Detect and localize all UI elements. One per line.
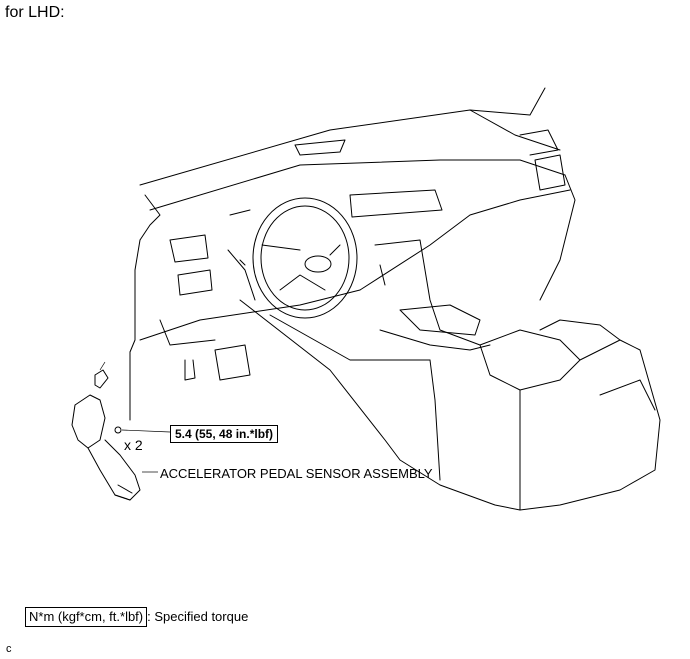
torque-value-box: 5.4 (55, 48 in.*lbf) <box>170 425 279 443</box>
torque-legend: N*m (kgf*cm, ft.*lbf): Specified torque <box>25 607 248 627</box>
bolt-quantity: x 2 <box>124 437 143 453</box>
steering-wheel <box>227 197 386 319</box>
legend-unit-box: N*m (kgf*cm, ft.*lbf) <box>25 607 148 627</box>
part-label: ACCELERATOR PEDAL SENSOR ASSEMBLY <box>160 466 433 481</box>
floor-and-console <box>129 299 661 511</box>
accelerator-pedal <box>71 361 171 501</box>
dashboard-outline <box>129 87 576 353</box>
illustration-code: c <box>6 643 12 655</box>
page-heading: for LHD: <box>5 4 65 21</box>
legend-description: : Specified torque <box>147 609 249 624</box>
